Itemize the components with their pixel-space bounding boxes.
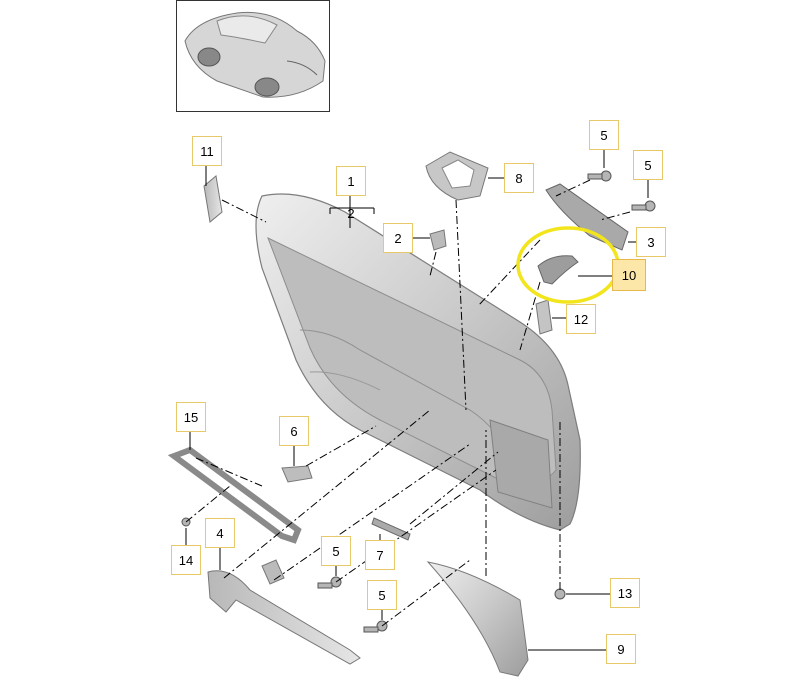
door-panel-part [255, 193, 581, 531]
callout-2[interactable]: 2 [383, 223, 413, 253]
part-11 [203, 175, 223, 223]
part-2 [429, 229, 447, 251]
callout-2-group[interactable]: 2 [347, 205, 355, 221]
part-6 [281, 465, 313, 483]
callout-14[interactable]: 14 [171, 545, 201, 575]
part-4 [207, 570, 361, 665]
callout-12[interactable]: 12 [566, 304, 596, 334]
part-7 [371, 517, 411, 541]
callout-13[interactable]: 13 [610, 578, 640, 608]
callout-11[interactable]: 11 [192, 136, 222, 166]
callout-4[interactable]: 4 [205, 518, 235, 548]
part-10 [537, 255, 579, 285]
callout-15[interactable]: 15 [176, 402, 206, 432]
vehicle-thumbnail [176, 0, 330, 112]
car-icon [184, 11, 326, 98]
callout-5-right[interactable]: 5 [633, 150, 663, 180]
callout-9[interactable]: 9 [606, 634, 636, 664]
callout-10[interactable]: 10 [612, 259, 646, 291]
part-9 [426, 561, 529, 677]
leader-lines [185, 150, 649, 651]
callout-7[interactable]: 7 [365, 540, 395, 570]
callout-5-lower[interactable]: 5 [321, 536, 351, 566]
callout-3[interactable]: 3 [636, 227, 666, 257]
callout-1[interactable]: 1 [336, 166, 366, 196]
part-8 [425, 151, 489, 201]
part-3 [545, 183, 629, 251]
callout-8[interactable]: 8 [504, 163, 534, 193]
callout-5-bottom[interactable]: 5 [367, 580, 397, 610]
assembly-lines [185, 179, 631, 627]
part-15 [167, 446, 302, 544]
part-12 [535, 299, 553, 335]
callout-5-top[interactable]: 5 [589, 120, 619, 150]
callout-6[interactable]: 6 [279, 416, 309, 446]
